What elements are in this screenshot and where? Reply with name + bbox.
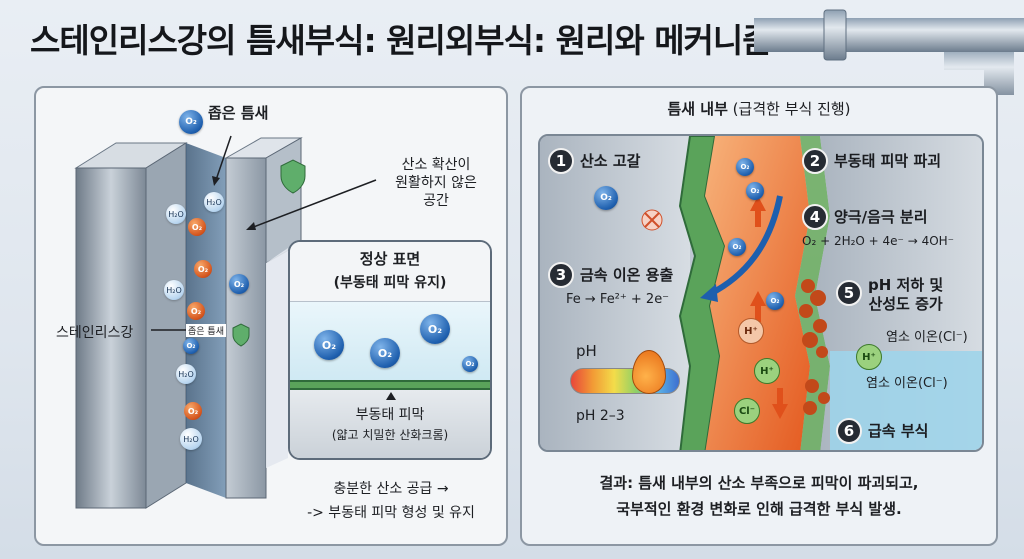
oxygen-molecule: O₂ — [229, 274, 249, 294]
step-6-number: 6 — [836, 418, 862, 444]
oxygen-molecule-red: O₂ — [188, 218, 206, 236]
step-3-label: 금속 이온 용출 — [580, 266, 674, 284]
oxygen-molecule: O₂ — [370, 338, 400, 368]
conclusion-line1: 결과: 틈새 내부의 산소 부족으로 피막이 파괴되고, — [599, 474, 919, 492]
page-title: 스테인리스강의 틈새부식: 원리외부식: 원리와 메커니즘 — [30, 21, 773, 60]
step-5-number: 5 — [836, 280, 862, 306]
step-2-label: 부동태 피막 파괴 — [834, 152, 942, 170]
left-panel: O₂ 좁은 틈새 H₂O H₂O O₂ O₂ O₂ O₂ H₂O O₂ H₂O … — [34, 86, 508, 546]
step-6-label: 급속 부식 — [868, 422, 929, 440]
chloride-label-1: 염소 이온(Cl⁻) — [886, 330, 968, 345]
oxygen-molecule: O₂ — [594, 186, 618, 210]
ph-range: pH 2–3 — [576, 408, 625, 424]
chloride-ion: Cl⁻ — [734, 398, 760, 424]
oxygen-molecule: O₂ — [736, 158, 754, 176]
normal-surface-title: 정상 표면 — [359, 250, 421, 268]
passive-film-desc: (얇고 치밀한 산화크롬) — [331, 428, 449, 442]
header-bold: 틈새 내부 — [667, 100, 728, 118]
oxygen-molecule-red: O₂ — [187, 302, 205, 320]
water-molecule: H₂O — [166, 204, 186, 224]
oxygen-molecule: O₂ — [420, 314, 450, 344]
hydrogen-ion: H⁺ — [738, 318, 764, 344]
crevice-cross-section — [540, 136, 982, 450]
oxygen-molecule-red: O₂ — [184, 402, 202, 420]
conclusion-line2: 국부적인 환경 변화로 인해 급격한 부식 발생. — [616, 500, 902, 518]
hydrogen-ion: H⁺ — [754, 358, 780, 384]
header-rest: (급격한 부식 진행) — [727, 100, 851, 118]
iron-dissolution-equation: Fe → Fe²⁺ + 2e⁻ — [566, 292, 670, 307]
hydrogen-ion: H⁺ — [856, 344, 882, 370]
passive-film-layer — [290, 380, 490, 390]
step-5-label: pH 저하 및 산성도 증가 — [868, 276, 944, 313]
normal-surface-subtitle: (부동태 피막 유지) — [333, 275, 447, 291]
step-3-number: 3 — [548, 262, 574, 288]
pipe-illustration — [754, 9, 1024, 95]
step-2-number: 2 — [802, 148, 828, 174]
normal-surface-inset: 정상 표면 (부동태 피막 유지) O₂ O₂ O₂ O₂ 부동태 피막 (얇고… — [288, 240, 492, 460]
bottom-note-line2: -> 부동태 피막 형성 및 유지 — [307, 505, 475, 521]
oxygen-molecule: O₂ — [183, 338, 199, 354]
oxygen-molecule: O₂ — [728, 238, 746, 256]
ph-droplet-icon — [632, 350, 666, 394]
oxygen-molecule-red: O₂ — [194, 260, 212, 278]
step-4-number: 4 — [802, 204, 828, 230]
right-panel-header: 틈새 내부 (급격한 부식 진행) — [522, 98, 996, 119]
right-panel: 틈새 내부 (급격한 부식 진행) — [520, 86, 998, 546]
oxygen-reduction-equation: O₂ + 2H₂O + 4e⁻ → 4OH⁻ — [802, 234, 955, 248]
crevice-zoom-box: O₂ O₂ O₂ O₂ O₂ H⁺ H⁺ Cl⁻ H⁺ 1 산소 고갈 2 부동… — [538, 134, 984, 452]
water-molecule: H₂O — [164, 280, 184, 300]
water-molecule: H₂O — [176, 364, 196, 384]
chloride-label-2: 염소 이온(Cl⁻) — [866, 376, 948, 391]
passive-film-label: 부동태 피막 — [355, 407, 425, 423]
step-4-label: 양극/음극 분리 — [834, 208, 928, 226]
gap-tag-label: 좁은 틈새 — [186, 324, 226, 337]
oxygen-diffusion-label: 산소 확산이 원활하지 않은 공간 — [395, 157, 477, 209]
oxygen-molecule: O₂ — [462, 356, 478, 372]
oxygen-molecule: O₂ — [314, 330, 344, 360]
stainless-steel-label: 스테인리스강 — [56, 325, 134, 341]
step-1-number: 1 — [548, 148, 574, 174]
oxygen-molecule: O₂ — [766, 292, 784, 310]
water-molecule: H₂O — [180, 428, 202, 450]
bottom-note-line1: 충분한 산소 공급 → — [333, 481, 449, 497]
water-molecule: H₂O — [204, 192, 224, 212]
ph-label: pH — [576, 342, 597, 360]
narrow-gap-label: 좁은 틈새 — [208, 104, 269, 122]
step-1-label: 산소 고갈 — [580, 152, 641, 170]
oxygen-molecule: O₂ — [746, 182, 764, 200]
oxygen-molecule: O₂ — [179, 110, 203, 134]
